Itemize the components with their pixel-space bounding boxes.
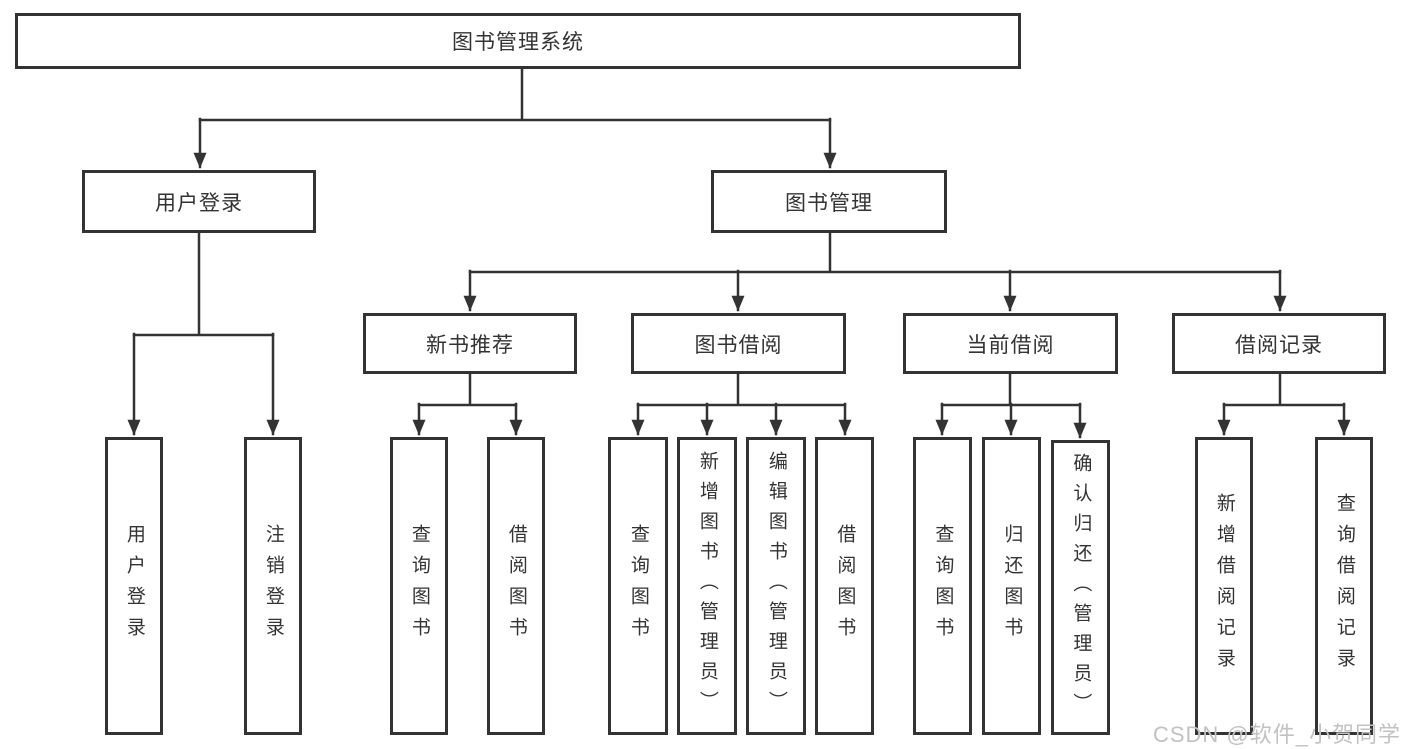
leaf-br-add-borrow-record: 新增借阅记录 [1195,437,1253,735]
node-borrow-records: 借阅记录 [1172,313,1386,374]
leaf-user-login: 用户登录 [105,437,163,735]
connector-current-borrow-trunk [940,371,1082,407]
connector-new-book-trunk [417,371,518,407]
leaf-br-query-borrow-record: 查询借阅记录 [1315,437,1373,735]
connector-borrow-records-trunk [1222,371,1346,407]
connector-book-borrow-trunk [636,371,847,407]
connector-root-trunk [198,67,832,122]
leaf-logout: 注销登录 [244,437,302,735]
leaf-bb-add-book-admin: 新增图书（管理员） [677,437,737,735]
leaf-bb-query-books: 查询图书 [608,437,668,735]
node-new-book-recommend: 新书推荐 [363,313,577,374]
leaf-nb-borrow-books: 借阅图书 [487,437,545,735]
node-root-library-system: 图书管理系统 [15,13,1021,69]
connector-user-login-trunk [132,230,275,337]
node-book-management: 图书管理 [711,170,947,233]
node-current-borrow: 当前借阅 [903,313,1118,374]
leaf-bb-borrow-book: 借阅图书 [815,437,874,735]
leaf-bb-edit-book-admin: 编辑图书（管理员） [746,437,806,735]
connector-book-management-trunk [468,230,1282,274]
leaf-cb-query-books: 查询图书 [913,437,972,735]
leaf-cb-return-book: 归还图书 [982,437,1041,735]
leaf-cb-confirm-return-admin: 确认归还（管理员） [1051,440,1110,735]
node-book-borrow: 图书借阅 [631,313,846,374]
node-user-login: 用户登录 [82,170,316,233]
csdn-watermark: CSDN @软件_小贺同学 [1152,722,1401,747]
leaf-nb-query-books: 查询图书 [390,437,448,735]
